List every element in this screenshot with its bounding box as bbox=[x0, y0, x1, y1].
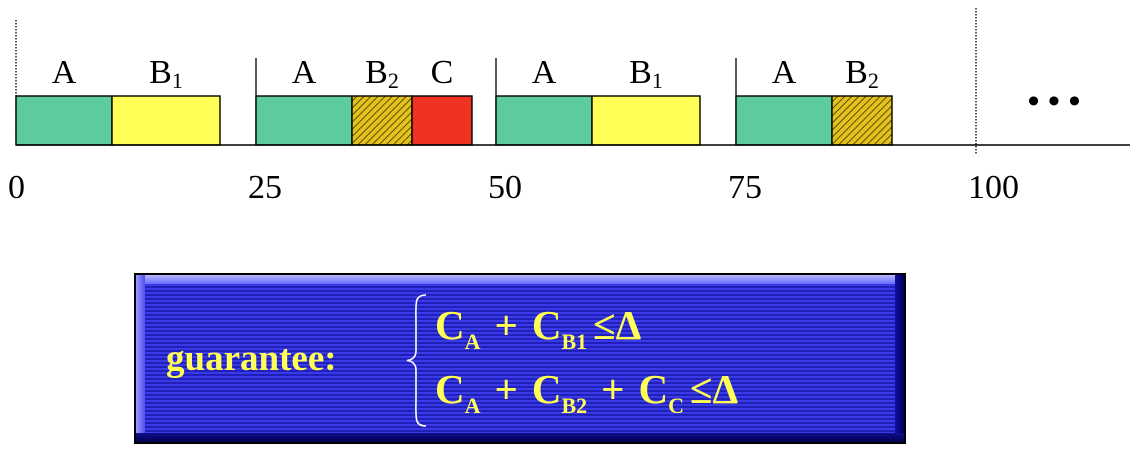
segment-label-a: A bbox=[532, 54, 557, 91]
formula-1-term-2: CB1 bbox=[531, 302, 588, 354]
schedule-segments bbox=[15, 95, 893, 146]
segment-label-c: C bbox=[431, 54, 454, 91]
formula-1-relation: ≤Δ bbox=[593, 302, 642, 348]
segment-a bbox=[255, 95, 353, 146]
box-stripes bbox=[145, 284, 895, 433]
segment-b1 bbox=[591, 95, 701, 146]
formula-2-plus-1: + bbox=[494, 366, 518, 412]
segment-label-b1: B1 bbox=[149, 54, 183, 93]
box-bevel-top bbox=[136, 275, 904, 284]
segment-c bbox=[411, 95, 473, 146]
formula-2-plus-2: + bbox=[601, 366, 625, 412]
segment-labels: A B1 A B2 C A B1 A B2 bbox=[52, 54, 879, 93]
formula-2-term-2: CB2 bbox=[531, 366, 588, 418]
time-axis-tick-labels: 0 25 50 75 100 bbox=[8, 169, 1019, 206]
formula-1-plus: + bbox=[494, 302, 518, 348]
tick-label: 75 bbox=[728, 169, 762, 206]
segment-b1 bbox=[111, 95, 221, 146]
segment-label-a: A bbox=[772, 54, 797, 91]
schedule-timeline: A B1 A B2 C A B1 A B2 0 25 50 75 100 • • • bbox=[8, 8, 1130, 206]
segment-label-b2: B2 bbox=[365, 54, 399, 93]
formula-2-term-3: CC bbox=[638, 366, 685, 418]
formula-2-term-1: CA bbox=[435, 366, 481, 418]
tick-label: 100 bbox=[968, 169, 1019, 206]
segment-b2 bbox=[351, 95, 413, 146]
tick-label: 25 bbox=[248, 169, 282, 206]
formula-2-relation: ≤Δ bbox=[690, 366, 739, 412]
guarantee-formula-1: CA + CB1≤Δ bbox=[435, 302, 642, 354]
box-bevel-left bbox=[136, 275, 145, 442]
segment-label-a: A bbox=[292, 54, 317, 91]
tick-label: 50 bbox=[488, 169, 522, 206]
segment-a bbox=[735, 95, 833, 146]
segment-label-a: A bbox=[52, 54, 77, 91]
box-bevel-bottom bbox=[136, 433, 904, 442]
segment-b2 bbox=[831, 95, 893, 146]
box-bevel-right bbox=[895, 275, 904, 442]
guarantee-box: guarantee: CA+CB1≤Δ CA+CB2+CC≤Δ bbox=[134, 273, 906, 444]
continuation-ellipsis: • • • bbox=[1028, 83, 1081, 120]
segment-a bbox=[495, 95, 593, 146]
segment-a bbox=[15, 95, 113, 146]
formula-1-term-1: CA bbox=[435, 302, 481, 354]
guarantee-formula-2: CA + CB2 + CC≤Δ bbox=[435, 366, 739, 418]
segment-label-b2: B2 bbox=[845, 54, 879, 93]
curly-brace-icon bbox=[406, 294, 427, 427]
guarantee-label: guarantee: bbox=[166, 338, 337, 379]
segment-label-b1: B1 bbox=[629, 54, 663, 93]
tick-label: 0 bbox=[8, 169, 25, 206]
